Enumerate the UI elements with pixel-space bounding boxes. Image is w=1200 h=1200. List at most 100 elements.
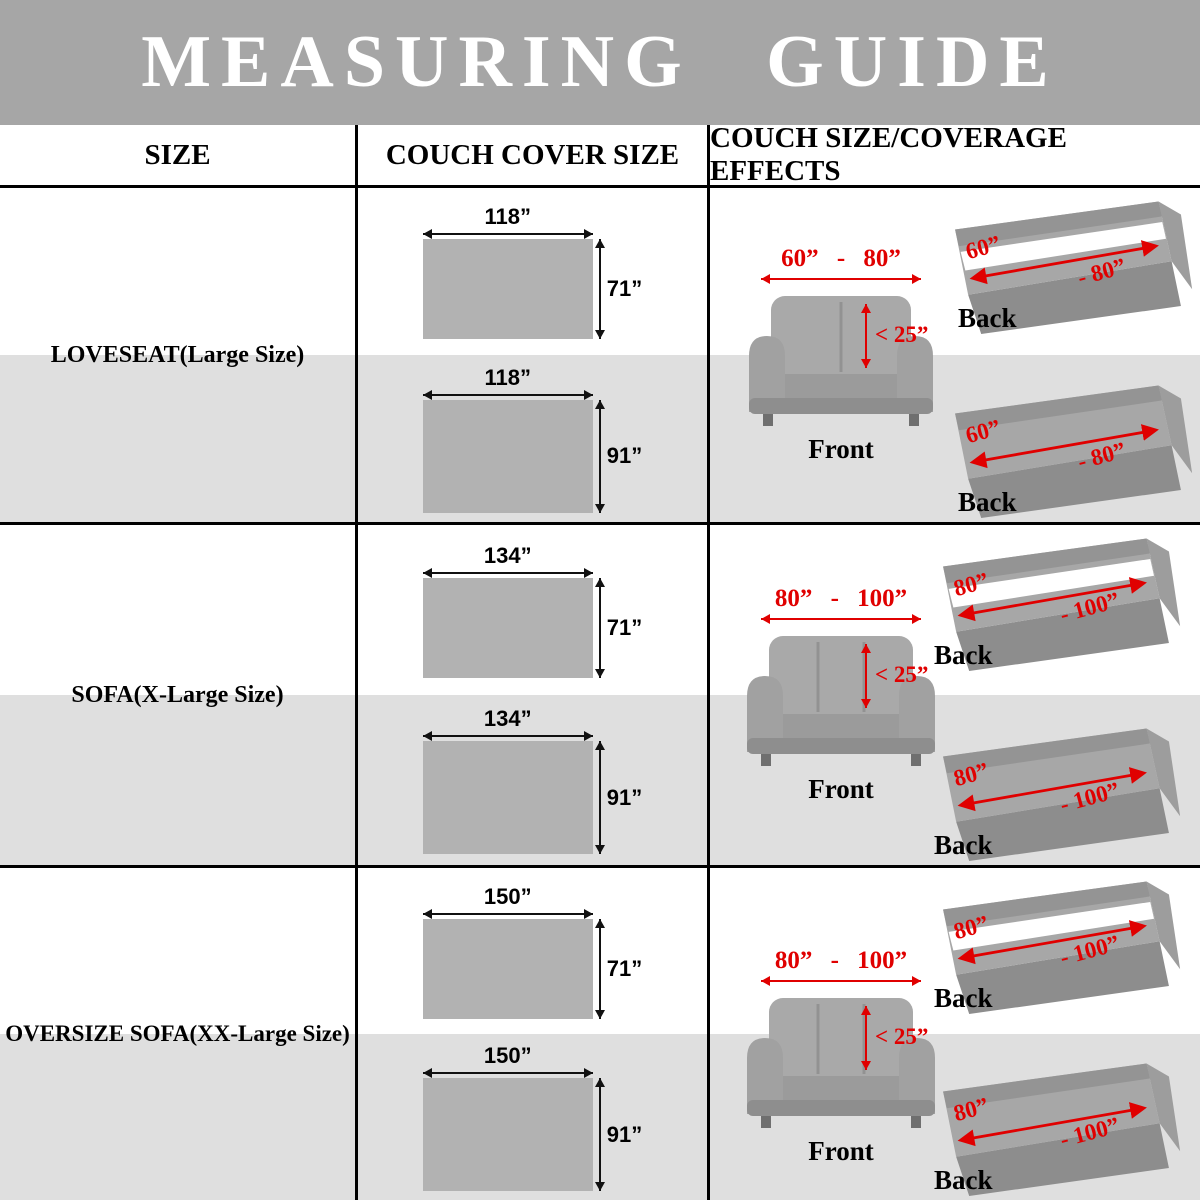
back-label: Back bbox=[934, 983, 993, 1013]
cover-height-label: 71” bbox=[606, 955, 643, 981]
depth-label: < 25” bbox=[875, 1024, 929, 1050]
effects-cell: 80” - 100” < 25” Front 80” - 100” Back bbox=[710, 868, 1200, 1200]
front-range-arrow bbox=[761, 274, 921, 284]
height-arrow bbox=[594, 239, 605, 339]
back-view-top: 60” - 80” Back bbox=[942, 194, 1194, 334]
back-label: Back bbox=[934, 1165, 993, 1195]
cover-half-bottom: 134” 91” bbox=[358, 695, 707, 865]
back-label: Back bbox=[958, 303, 1017, 333]
size-cell: SOFA(X-Large Size) bbox=[0, 525, 355, 865]
height-arrow bbox=[594, 577, 605, 678]
depth-arrow bbox=[861, 304, 871, 368]
front-label: Front bbox=[808, 774, 874, 804]
cover-diagram: 118” 71” bbox=[422, 204, 643, 339]
sofa-back-illustration: 80” - 100” bbox=[918, 531, 1194, 671]
back-range-arrow bbox=[969, 424, 1159, 469]
sofa-front-illustration bbox=[741, 630, 941, 770]
cover-rectangle bbox=[422, 1078, 593, 1191]
effects-cell: 80” - 100” < 25” Front 80” - 100” Back bbox=[710, 525, 1200, 865]
cover-half-bottom: 118” 91” bbox=[358, 355, 707, 522]
back-view-bottom: 80” - 100” Back bbox=[918, 721, 1194, 861]
cover-diagram: 150” 91” bbox=[422, 1043, 643, 1191]
sofa-back-illustration: 80” - 100” bbox=[918, 1056, 1194, 1196]
front-view-group: 80” - 100” < 25” Front bbox=[736, 947, 946, 1167]
back-view-top: 80” - 100” Back bbox=[918, 874, 1194, 1014]
cover-width-label: 150” bbox=[483, 883, 532, 909]
back-range-arrow bbox=[957, 767, 1147, 812]
cover-height-label: 91” bbox=[606, 784, 643, 810]
height-arrow bbox=[594, 1078, 605, 1191]
cover-width-label: 118” bbox=[484, 364, 532, 390]
height-arrow bbox=[594, 741, 605, 854]
width-arrow bbox=[422, 908, 593, 919]
cover-width-label: 118” bbox=[484, 204, 532, 229]
front-view-group: 60” - 80” < 25” Front bbox=[736, 245, 946, 465]
front-range-arrow bbox=[761, 976, 921, 987]
front-view-group: 80” - 100” < 25” Front bbox=[736, 585, 946, 805]
back-label: Back bbox=[934, 640, 993, 670]
row-loveseat: LOVESEAT(Large Size) 118” 71” bbox=[0, 188, 1200, 525]
back-view-bottom: 60” - 80” Back bbox=[942, 378, 1194, 518]
header-coverage-effects: COUCH SIZE/COVERAGE EFFECTS bbox=[710, 122, 1067, 187]
cover-height-label: 91” bbox=[606, 443, 643, 468]
cover-rectangle bbox=[422, 741, 593, 854]
front-range-arrow bbox=[761, 614, 921, 624]
cover-half-top: 150” 71” bbox=[358, 868, 707, 1034]
size-cell: OVERSIZE SOFA(XX-Large Size) bbox=[0, 868, 355, 1200]
size-label: LOVESEAT(Large Size) bbox=[50, 341, 305, 368]
front-label: Front bbox=[808, 434, 874, 464]
back-view-bottom: 80” - 100” Back bbox=[918, 1056, 1194, 1196]
front-range-label: 80” - 100” bbox=[774, 947, 908, 975]
cover-height-label: 71” bbox=[606, 276, 643, 301]
sofa-front-illustration bbox=[741, 992, 941, 1132]
cover-rectangle bbox=[422, 577, 593, 678]
header-size: SIZE bbox=[144, 138, 211, 171]
height-arrow bbox=[594, 918, 605, 1019]
cover-rectangle bbox=[422, 239, 593, 339]
width-arrow bbox=[422, 567, 593, 578]
back-range-arrow bbox=[957, 577, 1147, 622]
sofa-back-illustration: 60” - 80” bbox=[942, 194, 1194, 334]
row-sofa: SOFA(X-Large Size) 134” 71” bbox=[0, 525, 1200, 868]
height-arrow bbox=[594, 399, 605, 513]
depth-label: < 25” bbox=[875, 322, 929, 347]
cover-cell: 134” 71” 134” bbox=[355, 525, 710, 865]
cover-half-top: 118” 71” bbox=[358, 188, 707, 355]
sofa-back-illustration: 60” - 80” bbox=[942, 378, 1194, 518]
header-cover-size: COUCH COVER SIZE bbox=[355, 125, 710, 185]
depth-arrow bbox=[861, 1006, 871, 1071]
cover-width-label: 150” bbox=[483, 1043, 532, 1068]
sofa-back-illustration: 80” - 100” bbox=[918, 721, 1194, 861]
cover-cell: 150” 71” 150” bbox=[355, 868, 710, 1200]
title-banner: MEASURING GUIDE bbox=[0, 0, 1200, 125]
cover-half-top: 134” 71” bbox=[358, 525, 707, 695]
row-oversize-sofa: OVERSIZE SOFA(XX-Large Size) 150” 71” bbox=[0, 868, 1200, 1200]
front-range-label: 80” - 100” bbox=[774, 585, 908, 612]
front-label: Front bbox=[808, 1136, 874, 1167]
width-arrow bbox=[422, 389, 593, 400]
cover-cell: 118” 71” 118” bbox=[355, 188, 710, 522]
depth-arrow bbox=[861, 644, 871, 708]
cover-diagram: 134” 71” bbox=[422, 542, 643, 678]
cover-height-label: 71” bbox=[606, 614, 643, 640]
width-arrow bbox=[422, 229, 593, 239]
cover-width-label: 134” bbox=[483, 542, 532, 568]
back-range-arrow bbox=[957, 1102, 1147, 1147]
width-arrow bbox=[422, 1068, 593, 1078]
width-arrow bbox=[422, 731, 593, 741]
sofa-front-illustration bbox=[741, 290, 941, 430]
size-label: SOFA(X-Large Size) bbox=[71, 681, 284, 708]
cover-width-label: 134” bbox=[483, 706, 532, 731]
cover-height-label: 91” bbox=[606, 1121, 643, 1147]
effects-cell: 60” - 80” < 25” Front 60” - 80” Back bbox=[710, 188, 1200, 522]
size-label: OVERSIZE SOFA(XX-Large Size) bbox=[5, 1021, 350, 1046]
table-header-row: SIZE COUCH COVER SIZE COUCH SIZE/COVERAG… bbox=[0, 122, 1200, 188]
cover-rectangle bbox=[422, 918, 593, 1019]
cover-diagram: 118” 91” bbox=[422, 364, 643, 513]
cover-diagram: 150” 71” bbox=[422, 883, 643, 1019]
back-label: Back bbox=[934, 830, 993, 860]
size-cell: LOVESEAT(Large Size) bbox=[0, 188, 355, 522]
cover-half-bottom: 150” 91” bbox=[358, 1034, 707, 1200]
sofa-back-illustration: 80” - 100” bbox=[918, 874, 1194, 1014]
cover-rectangle bbox=[422, 399, 593, 513]
